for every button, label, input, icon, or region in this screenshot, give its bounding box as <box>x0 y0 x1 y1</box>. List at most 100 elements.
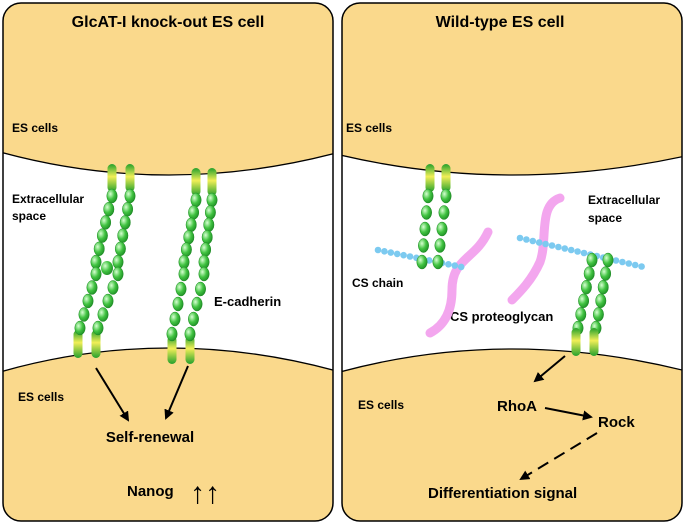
cadherin-bead <box>583 266 595 281</box>
cadherin-bead <box>201 229 213 245</box>
cs-chain-dot <box>580 249 588 257</box>
cs-chain-dot <box>381 248 388 255</box>
cadherin-bead <box>432 254 444 270</box>
cs-chain-dot <box>445 261 452 268</box>
cs-chain-dot <box>631 261 639 269</box>
cadherin-bead <box>112 266 124 282</box>
cadherin-bead <box>178 266 190 282</box>
left-top-cell-label: ES cells <box>12 121 58 135</box>
cadherin-bead <box>107 280 119 295</box>
cadherin-bead <box>82 293 94 309</box>
cadherin-bead <box>575 307 587 322</box>
right-top-cell <box>342 3 682 175</box>
cadherin-bead <box>78 307 90 322</box>
cs-chain-dot <box>574 248 581 255</box>
cadherin-bead <box>169 311 181 327</box>
cadherin-bead <box>419 221 431 237</box>
cadherin-bead <box>418 238 429 253</box>
cs-chain-dot <box>400 251 407 259</box>
right-bottom-cell <box>342 349 682 521</box>
cadherin-bead <box>206 192 218 208</box>
cadherin-bead <box>188 311 199 327</box>
cadherin-bead <box>592 307 604 322</box>
nanog-label: Nanog <box>127 483 174 500</box>
cadherin-bead <box>597 279 609 295</box>
right-space-label-1: Extracellular <box>588 193 660 207</box>
cadherin-bead <box>198 266 210 282</box>
cadherin-bead <box>86 280 98 295</box>
cadherin-anchor-bottom <box>167 336 177 364</box>
cadherin-anchor-bottom <box>589 328 599 356</box>
cadherin-bead <box>96 228 108 243</box>
cadherin-bead <box>188 205 200 220</box>
cadherin-bead <box>90 266 102 282</box>
cs-chain-dot <box>561 245 569 252</box>
nanog-up-arrows: ↑↑ <box>190 477 220 510</box>
cadherin-bead <box>204 205 216 220</box>
cs-chain-dot <box>406 253 414 260</box>
cadherin-bead <box>436 221 448 237</box>
left-bottom-cell-label: ES cells <box>18 390 64 404</box>
cadherin-bead <box>102 293 114 309</box>
arrow-cadherin-to-rhoa <box>533 355 566 383</box>
cadherin-bead <box>191 296 203 312</box>
cadherin-bead <box>438 205 450 220</box>
cadherin-anchor-top <box>191 168 201 196</box>
cadherin-anchor-bottom <box>571 328 581 356</box>
cs-chain-dot <box>393 250 401 258</box>
cadherin-bead <box>600 266 612 281</box>
cs-chain-dot <box>548 242 556 249</box>
cadherin-bead <box>122 201 134 217</box>
cadherin-bead <box>100 215 112 230</box>
arrow-rhoa-to-rock <box>544 407 593 421</box>
cadherin-bead <box>195 281 206 297</box>
cs-chain-dot <box>612 257 620 264</box>
cadherin-bead <box>602 252 614 268</box>
cs-chain-dot <box>374 246 382 254</box>
cs-chain-dot <box>457 263 465 271</box>
cadherin-bead <box>185 217 197 233</box>
cs-chain-dot <box>451 262 459 269</box>
cadherin-bead <box>92 320 104 336</box>
cadherin-bead <box>119 215 131 230</box>
cadherin-anchor-top <box>125 164 135 192</box>
cs-chain-dot <box>555 243 562 251</box>
right-panel: Wild-type ES cell ES cells Extracellular… <box>341 2 683 522</box>
cadherin-anchor-top <box>425 164 435 192</box>
cadherin-anchor-bottom <box>73 330 83 358</box>
cadherin-bead <box>114 241 126 257</box>
cadherin-bead <box>183 229 195 245</box>
left-panel-border <box>2 2 334 522</box>
cadherin-bead <box>103 201 115 217</box>
cadherin-bead <box>580 279 592 295</box>
rock-label: Rock <box>598 414 635 431</box>
cadherin-bead <box>172 296 184 312</box>
right-top-cell-label: ES cells <box>346 121 392 135</box>
arrow-left-cadherin-1-to-self-renewal <box>95 367 130 422</box>
rhoa-label: RhoA <box>497 398 537 415</box>
cadherin-bead <box>434 238 446 253</box>
cadherin-bead <box>416 254 428 270</box>
left-bottom-cell <box>3 348 333 521</box>
cs-proteoglycan <box>507 193 565 305</box>
cadherin-bead <box>101 261 113 275</box>
cs-chain-dot <box>535 239 543 246</box>
cs-chain-label: CS chain <box>352 276 403 290</box>
cs-chain-dot <box>567 246 575 254</box>
cs-chain-dot <box>638 263 645 270</box>
cadherin-anchor-top <box>107 164 117 192</box>
cadherin-bead <box>595 293 607 309</box>
cadherin-bead <box>184 326 196 342</box>
cs-proteoglycan-label: CS proteoglycan <box>450 309 553 324</box>
left-panel-title: GlcAT-I knock-out ES cell <box>72 14 265 31</box>
left-top-cell <box>3 3 333 175</box>
cadherin-bead <box>180 242 192 257</box>
cs-chain-dot <box>619 258 626 266</box>
cadherin-bead <box>166 326 178 342</box>
cadherin-bead <box>175 281 187 297</box>
cadherin-anchor-top <box>441 164 451 192</box>
differentiation-signal-label: Differentiation signal <box>428 485 577 502</box>
right-panel-border <box>341 2 683 522</box>
